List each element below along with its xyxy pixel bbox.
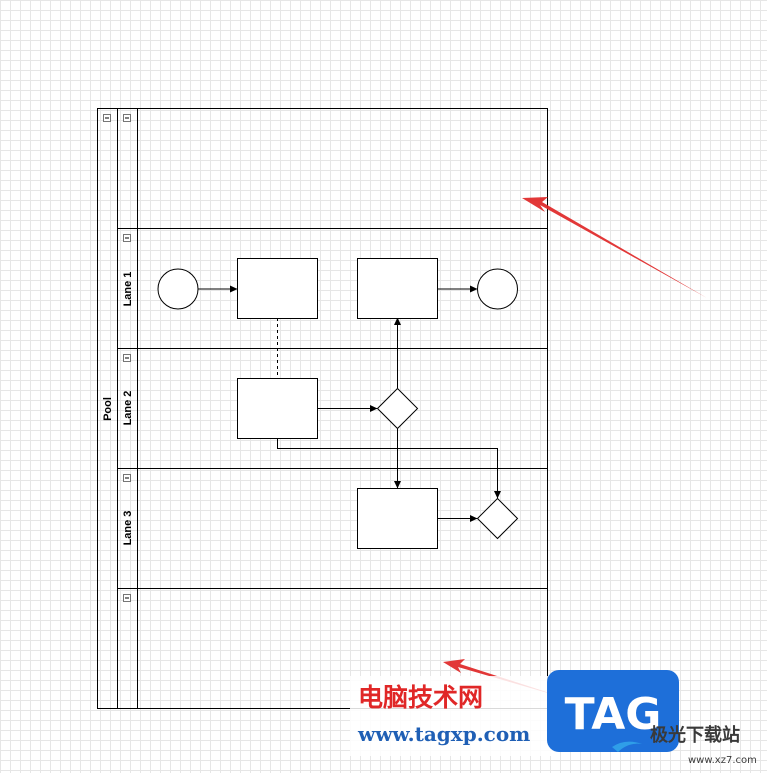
annotation-arrow-top: [522, 197, 707, 298]
watermark-url: www.tagxp.com: [357, 722, 530, 746]
watermark-tag-text: TAG: [565, 689, 662, 740]
pool-border: [97, 108, 548, 709]
pool-collapse-icon[interactable]: [103, 114, 111, 122]
lane-dividers: [117, 228, 548, 589]
task-4[interactable]: [357, 488, 438, 549]
lane-1-collapse-icon[interactable]: [123, 234, 131, 242]
watermark-site-url: www.xz7.com: [688, 755, 757, 766]
lane-2[interactable]: Lane 2: [122, 354, 134, 426]
pool[interactable]: Pool: [97, 108, 548, 709]
lane-3-label: Lane 3: [122, 511, 134, 546]
connector-task3-to-gateway2[interactable]: [277, 438, 501, 499]
task-1[interactable]: [237, 258, 318, 319]
lane-1[interactable]: Lane 1: [122, 234, 134, 307]
lane-4[interactable]: [123, 594, 131, 602]
lane-3-collapse-icon[interactable]: [123, 474, 131, 482]
watermark: 电脑技术网 www.tagxp.com TAG 极光下载站 www.xz7.co…: [350, 670, 757, 766]
lane-4-collapse-icon[interactable]: [123, 594, 131, 602]
lane-1-label: Lane 1: [122, 272, 134, 307]
watermark-site-name: 极光下载站: [650, 724, 740, 746]
lane-0-collapse-icon[interactable]: [123, 114, 131, 122]
watermark-backdrop: [350, 676, 555, 756]
start-event[interactable]: [157, 268, 199, 310]
connectors: [198, 285, 501, 522]
end-event[interactable]: [477, 268, 518, 310]
lane-2-collapse-icon[interactable]: [123, 354, 131, 362]
pool-label: Pool: [102, 397, 114, 421]
gateway-1[interactable]: [376, 387, 419, 430]
lane-0[interactable]: [123, 114, 131, 122]
watermark-tag-badge: [547, 670, 679, 752]
task-2[interactable]: [357, 258, 438, 319]
gateway-2[interactable]: [476, 497, 519, 540]
aurora-logo-icon: [612, 741, 642, 752]
lane-2-label: Lane 2: [122, 391, 134, 426]
lane-3[interactable]: Lane 3: [122, 474, 134, 546]
shapes: [157, 258, 519, 549]
task-3[interactable]: [237, 378, 318, 439]
watermark-cn-text: 电脑技术网: [358, 683, 483, 712]
